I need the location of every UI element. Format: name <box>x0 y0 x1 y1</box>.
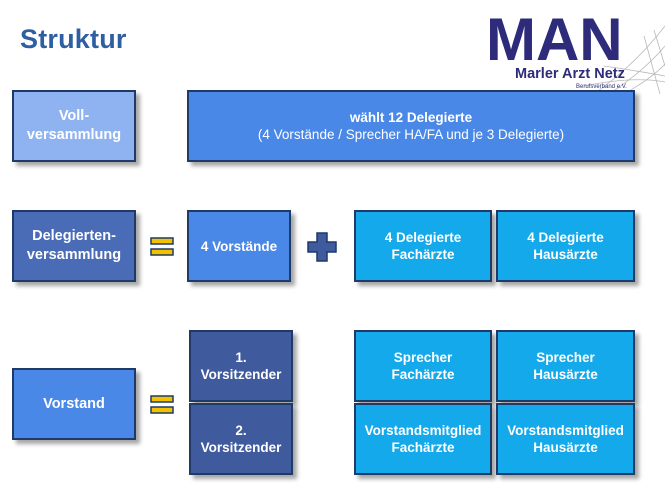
vollversammlung-line1: Voll- <box>58 108 90 124</box>
zweiter-vorsitzender-line2: Vorsitzender <box>200 440 282 455</box>
delegiertenversammlung-line1: Delegierten- <box>32 228 116 244</box>
page-title: Struktur <box>20 24 127 54</box>
vorstandsmitglied-hausaerzte-line2: Hausärzte <box>533 440 598 455</box>
erster-vorsitzender-line1: 1. <box>235 350 247 365</box>
vorstaende-label: 4 Vorstände <box>200 238 278 254</box>
election-line2: (4 Vorstände / Sprecher HA/FA und je 3 D… <box>257 127 565 142</box>
zweiter-vorsitzender-box: 2. Vorsitzender <box>189 403 293 475</box>
logo-subtitle: Berufsverband e.V. <box>576 84 627 90</box>
delegierte-hausaerzte-line1: 4 Delegierte <box>527 230 604 245</box>
vorstandsmitglied-fachaerzte-box: Vorstandsmitglied Fachärzte <box>354 403 492 475</box>
delegierte-fachaerzte-line2: Fachärzte <box>391 247 455 262</box>
vorstandsmitglied-fachaerzte-line1: Vorstandsmitglied <box>364 423 482 438</box>
vorstaende-box: 4 Vorstände <box>187 210 291 282</box>
delegierte-fachaerzte-box: 4 Delegierte Fachärzte <box>354 210 492 282</box>
logo-name: Marler Arzt Netz <box>515 66 625 82</box>
delegiertenversammlung-line2: versammlung <box>26 247 122 263</box>
delegiertenversammlung-box: Delegierten- versammlung <box>12 210 136 282</box>
sprecher-fachaerzte-box: Sprecher Fachärzte <box>354 330 492 402</box>
equals-icon <box>150 395 174 414</box>
vollversammlung-box: Voll- versammlung <box>12 90 136 162</box>
erster-vorsitzender-line2: Vorsitzender <box>200 367 282 382</box>
sprecher-fachaerzte-line1: Sprecher <box>393 350 453 365</box>
zweiter-vorsitzender-line1: 2. <box>235 423 247 438</box>
sprecher-fachaerzte-line2: Fachärzte <box>391 367 455 382</box>
erster-vorsitzender-box: 1. Vorsitzender <box>189 330 293 402</box>
equals-icon <box>150 237 174 256</box>
delegierte-hausaerzte-line2: Hausärzte <box>533 247 598 262</box>
vorstand-box: Vorstand <box>12 368 136 440</box>
delegierte-fachaerzte-line1: 4 Delegierte <box>384 230 462 245</box>
vorstandsmitglied-fachaerzte-line2: Fachärzte <box>391 440 455 455</box>
vorstandsmitglied-hausaerzte-box: Vorstandsmitglied Hausärzte <box>496 403 635 475</box>
delegates-election-box: wählt 12 Delegierte (4 Vorstände / Sprec… <box>187 90 635 162</box>
sprecher-hausaerzte-line1: Sprecher <box>536 350 595 365</box>
vollversammlung-line2: versammlung <box>26 127 122 143</box>
man-logo: MAN Marler Arzt Netz Berufsverband e.V. <box>486 6 665 94</box>
election-line1: wählt 12 Delegierte <box>349 110 473 125</box>
logo-brand: MAN <box>486 6 623 73</box>
sprecher-hausaerzte-line2: Hausärzte <box>533 367 598 382</box>
delegierte-hausaerzte-box: 4 Delegierte Hausärzte <box>496 210 635 282</box>
vorstand-label: Vorstand <box>43 395 105 412</box>
plus-icon <box>307 232 337 262</box>
vorstandsmitglied-hausaerzte-line1: Vorstandsmitglied <box>507 423 624 438</box>
sprecher-hausaerzte-box: Sprecher Hausärzte <box>496 330 635 402</box>
